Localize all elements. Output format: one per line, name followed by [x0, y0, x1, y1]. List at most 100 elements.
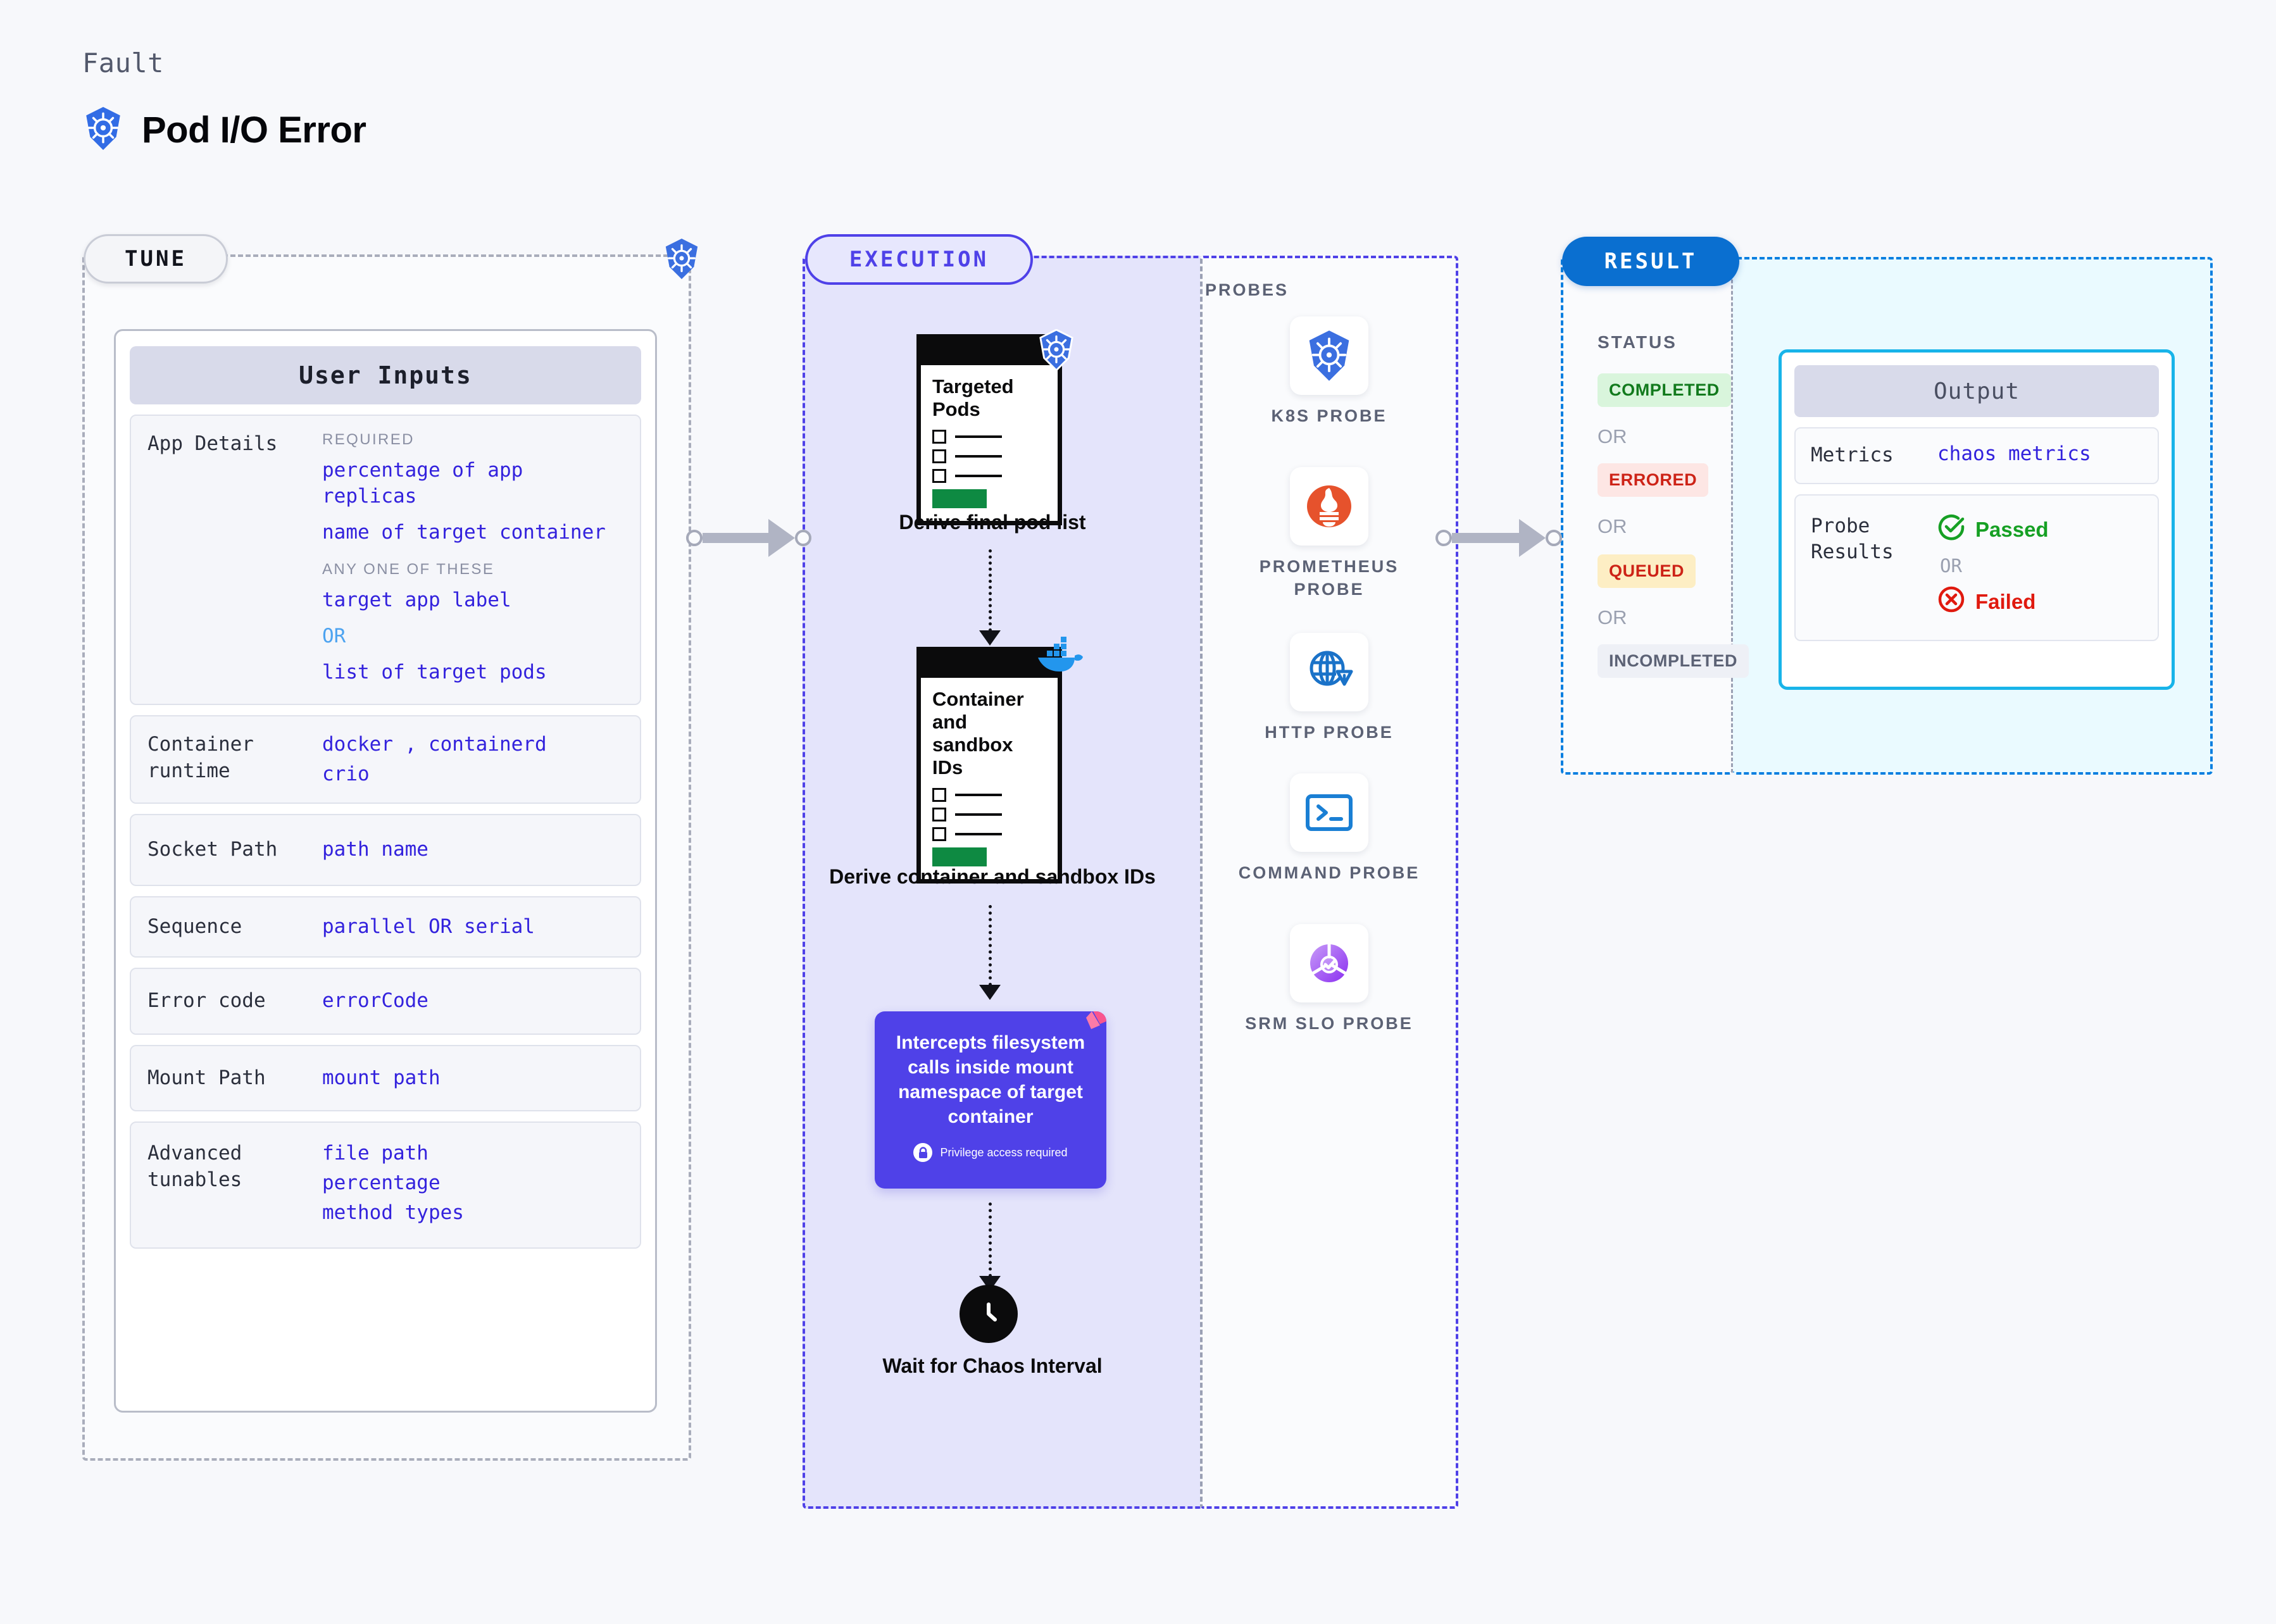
tune-row-socket-path: Socket Path path name: [130, 814, 641, 886]
arrow-head-icon: [1519, 519, 1546, 557]
output-row-key: Probe Results: [1811, 514, 1894, 564]
tune-value: errorCode: [322, 989, 428, 1013]
x-circle-icon: [1937, 585, 1965, 618]
tune-value: path name: [322, 838, 428, 861]
probe-command[interactable]: COMMAND PROBE: [1234, 773, 1424, 885]
globe-warning-icon: [1290, 633, 1368, 711]
checkbox-icon: [932, 468, 946, 483]
kubernetes-icon: [662, 238, 701, 283]
tune-row-values: docker , containerd crio: [322, 732, 623, 787]
tab-tune[interactable]: TUNE: [84, 234, 228, 284]
tune-value-or: OR: [322, 624, 346, 647]
tune-value: docker , containerd: [322, 733, 547, 756]
doc-titlebar: [921, 339, 1058, 365]
tune-row-values: errorCode: [322, 988, 623, 1015]
probe-label: SRM SLO PROBE: [1245, 1014, 1413, 1033]
connector-dot: [1435, 530, 1452, 546]
node-caption: Derive container and sandbox IDs: [829, 865, 1156, 888]
doc-list-item: [932, 429, 1047, 444]
probe-result-passed: Passed: [1937, 513, 2142, 546]
tune-row-sequence: Sequence parallel OR serial: [130, 896, 641, 958]
probe-http[interactable]: HTTP PROBE: [1234, 633, 1424, 744]
probe-prometheus[interactable]: PROMETHEUS PROBE: [1234, 467, 1424, 601]
tune-value: method types: [322, 1201, 464, 1225]
flow-line: [989, 549, 992, 632]
status-title: STATUS: [1598, 332, 1677, 352]
checkbox-icon: [932, 807, 946, 821]
kubernetes-icon: [82, 106, 124, 154]
tune-row-key: Sequence: [147, 915, 242, 938]
connector-tune-to-execution: [686, 519, 811, 557]
probe-label: PROMETHEUS PROBE: [1259, 557, 1399, 599]
doc-list-item: [932, 787, 1047, 802]
tab-result[interactable]: RESULT: [1562, 237, 1739, 286]
group-caption: ANY ONE OF THESE: [322, 560, 495, 578]
status-badge-errored: ERRORED: [1598, 463, 1709, 497]
status-or-label: OR: [1598, 606, 1627, 628]
tune-row-key: Advanced tunables: [147, 1142, 242, 1191]
passed-label: Passed: [1975, 517, 2049, 541]
user-inputs-title: User Inputs: [130, 346, 641, 404]
tune-value: parallel OR serial: [322, 915, 535, 938]
status-or-label: OR: [1598, 515, 1627, 537]
tune-value: file path: [322, 1142, 428, 1165]
output-card: Output Metrics chaos metrics Probe Resul…: [1779, 349, 2175, 690]
output-row-probe-results: Probe Results Passed OR: [1794, 494, 2159, 641]
tune-value: name of target container: [322, 520, 606, 544]
prometheus-icon: [1290, 467, 1368, 546]
doc-green-bar: [932, 847, 987, 866]
result-frame: [1561, 257, 1733, 775]
doc-dash: [955, 454, 1002, 458]
container-sandbox-doc: Container and sandbox IDs: [916, 647, 1062, 884]
slo-check-icon: [1290, 924, 1368, 1003]
connector-bar: [1452, 533, 1519, 543]
tune-row-error-code: Error code errorCode: [130, 968, 641, 1035]
output-row-key: Metrics: [1811, 444, 1894, 466]
output-row-metrics: Metrics chaos metrics: [1794, 427, 2159, 484]
doc-body: Targeted Pods: [921, 365, 1058, 521]
connector-execution-to-result: [1435, 519, 1562, 557]
checkbox-icon: [932, 827, 946, 841]
doc-title: Container and sandbox IDs: [932, 688, 1024, 778]
probe-k8s[interactable]: K8S PROBE: [1234, 316, 1424, 428]
node-caption: Derive final pod list: [899, 511, 1086, 534]
status-badge-completed: COMPLETED: [1598, 373, 1731, 407]
output-row-value: Passed OR Failed: [1937, 513, 2142, 618]
doc-title: Targeted Pods: [932, 375, 1014, 420]
fault-title-row: Pod I/O Error: [82, 106, 366, 154]
doc-dash: [955, 435, 1002, 438]
doc-list-item: [932, 449, 1047, 463]
arrow-head-icon: [979, 630, 1001, 646]
arrow-head-icon: [979, 985, 1001, 1000]
probe-label: COMMAND PROBE: [1238, 863, 1420, 882]
privilege-note: Privilege access required: [889, 1143, 1092, 1162]
lock-icon: [913, 1143, 933, 1162]
tune-row-values: file path percentage method types: [322, 1140, 623, 1226]
litmus-icon: [1072, 1011, 1106, 1042]
connector-bar: [703, 533, 768, 543]
tune-value: percentage of app replicas: [322, 459, 523, 508]
action-box: Intercepts filesystem calls inside mount…: [875, 1011, 1106, 1189]
checkbox-icon: [932, 449, 946, 463]
status-badge-queued: QUEUED: [1598, 554, 1696, 588]
tune-row-app-details: App Details REQUIRED percentage of app r…: [130, 415, 641, 706]
tune-row-values: path name: [322, 837, 623, 863]
tab-execution[interactable]: EXECUTION: [805, 234, 1033, 285]
output-row-value: chaos metrics: [1937, 442, 2091, 465]
tune-value: list of target pods: [322, 660, 547, 684]
probes-title: PROBES: [1205, 280, 1289, 299]
tune-row-key: Socket Path: [147, 838, 278, 861]
doc-body: Container and sandbox IDs: [921, 678, 1058, 879]
probe-srm-slo[interactable]: SRM SLO PROBE: [1234, 924, 1424, 1035]
doc-list-item: [932, 827, 1047, 841]
doc-list-item: [932, 468, 1047, 483]
user-inputs-card: User Inputs App Details REQUIRED percent…: [114, 329, 657, 1413]
doc-titlebar: [921, 651, 1058, 678]
tune-row-mount-path: Mount Path mount path: [130, 1044, 641, 1112]
flow-line: [989, 905, 992, 986]
action-box-text: Intercepts filesystem calls inside mount…: [896, 1032, 1085, 1127]
tune-row-advanced-tunables: Advanced tunables file path percentage m…: [130, 1121, 641, 1249]
connector-dot: [795, 530, 811, 546]
status-or-label: OR: [1598, 425, 1627, 447]
group-caption: REQUIRED: [322, 431, 415, 448]
